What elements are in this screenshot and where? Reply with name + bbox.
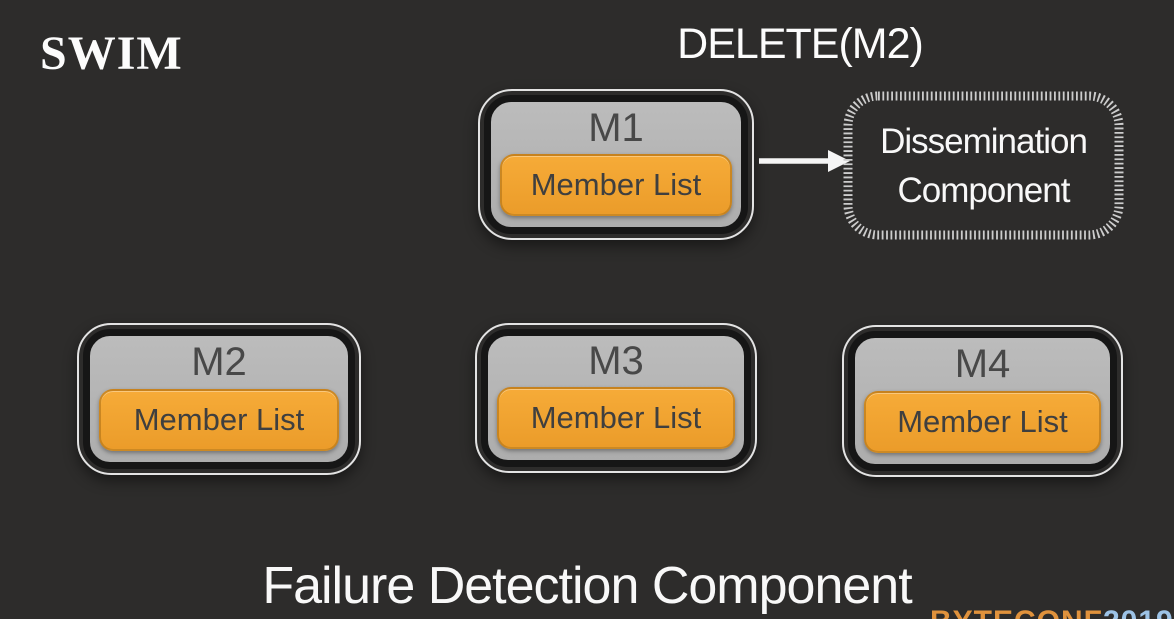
node-m2-body: M2 Member List bbox=[83, 329, 355, 469]
node-m2-label: M2 bbox=[191, 340, 247, 384]
conference-watermark: BYTECONF2019 bbox=[930, 607, 1174, 619]
watermark-text: BYTECONF bbox=[930, 605, 1103, 619]
node-m4-member-list: Member List bbox=[864, 391, 1101, 453]
node-m3-label: M3 bbox=[588, 339, 644, 383]
node-m1-member-list: Member List bbox=[500, 154, 732, 216]
node-m3-member-list: Member List bbox=[497, 387, 735, 449]
node-m2: M2 Member List bbox=[77, 323, 361, 475]
right-arrow-icon bbox=[759, 150, 850, 172]
node-m3: M3 Member List bbox=[475, 323, 757, 473]
hatched-border bbox=[843, 91, 1124, 240]
watermark-year: 2019 bbox=[1103, 605, 1174, 619]
node-m1-label: M1 bbox=[588, 105, 644, 150]
dissemination-component-box: Dissemination Component bbox=[840, 88, 1127, 243]
node-m3-body: M3 Member List bbox=[481, 329, 751, 467]
node-m4-label: M4 bbox=[954, 342, 1011, 386]
slide-title: SWIM bbox=[40, 27, 183, 80]
failure-detection-caption: Failure Detection Component bbox=[262, 557, 912, 615]
delete-annotation: DELETE(M2) bbox=[677, 20, 924, 68]
node-m4: M4 Member List bbox=[842, 325, 1123, 477]
arrow-m1-to-dissemination bbox=[756, 141, 852, 181]
node-m2-member-list: Member List bbox=[99, 389, 339, 451]
node-m4-body: M4 Member List bbox=[848, 331, 1117, 471]
node-m1-body: M1 Member List bbox=[484, 95, 748, 234]
node-m1: M1 Member List bbox=[478, 89, 754, 240]
dissemination-component-label: Dissemination Component bbox=[880, 121, 1088, 210]
